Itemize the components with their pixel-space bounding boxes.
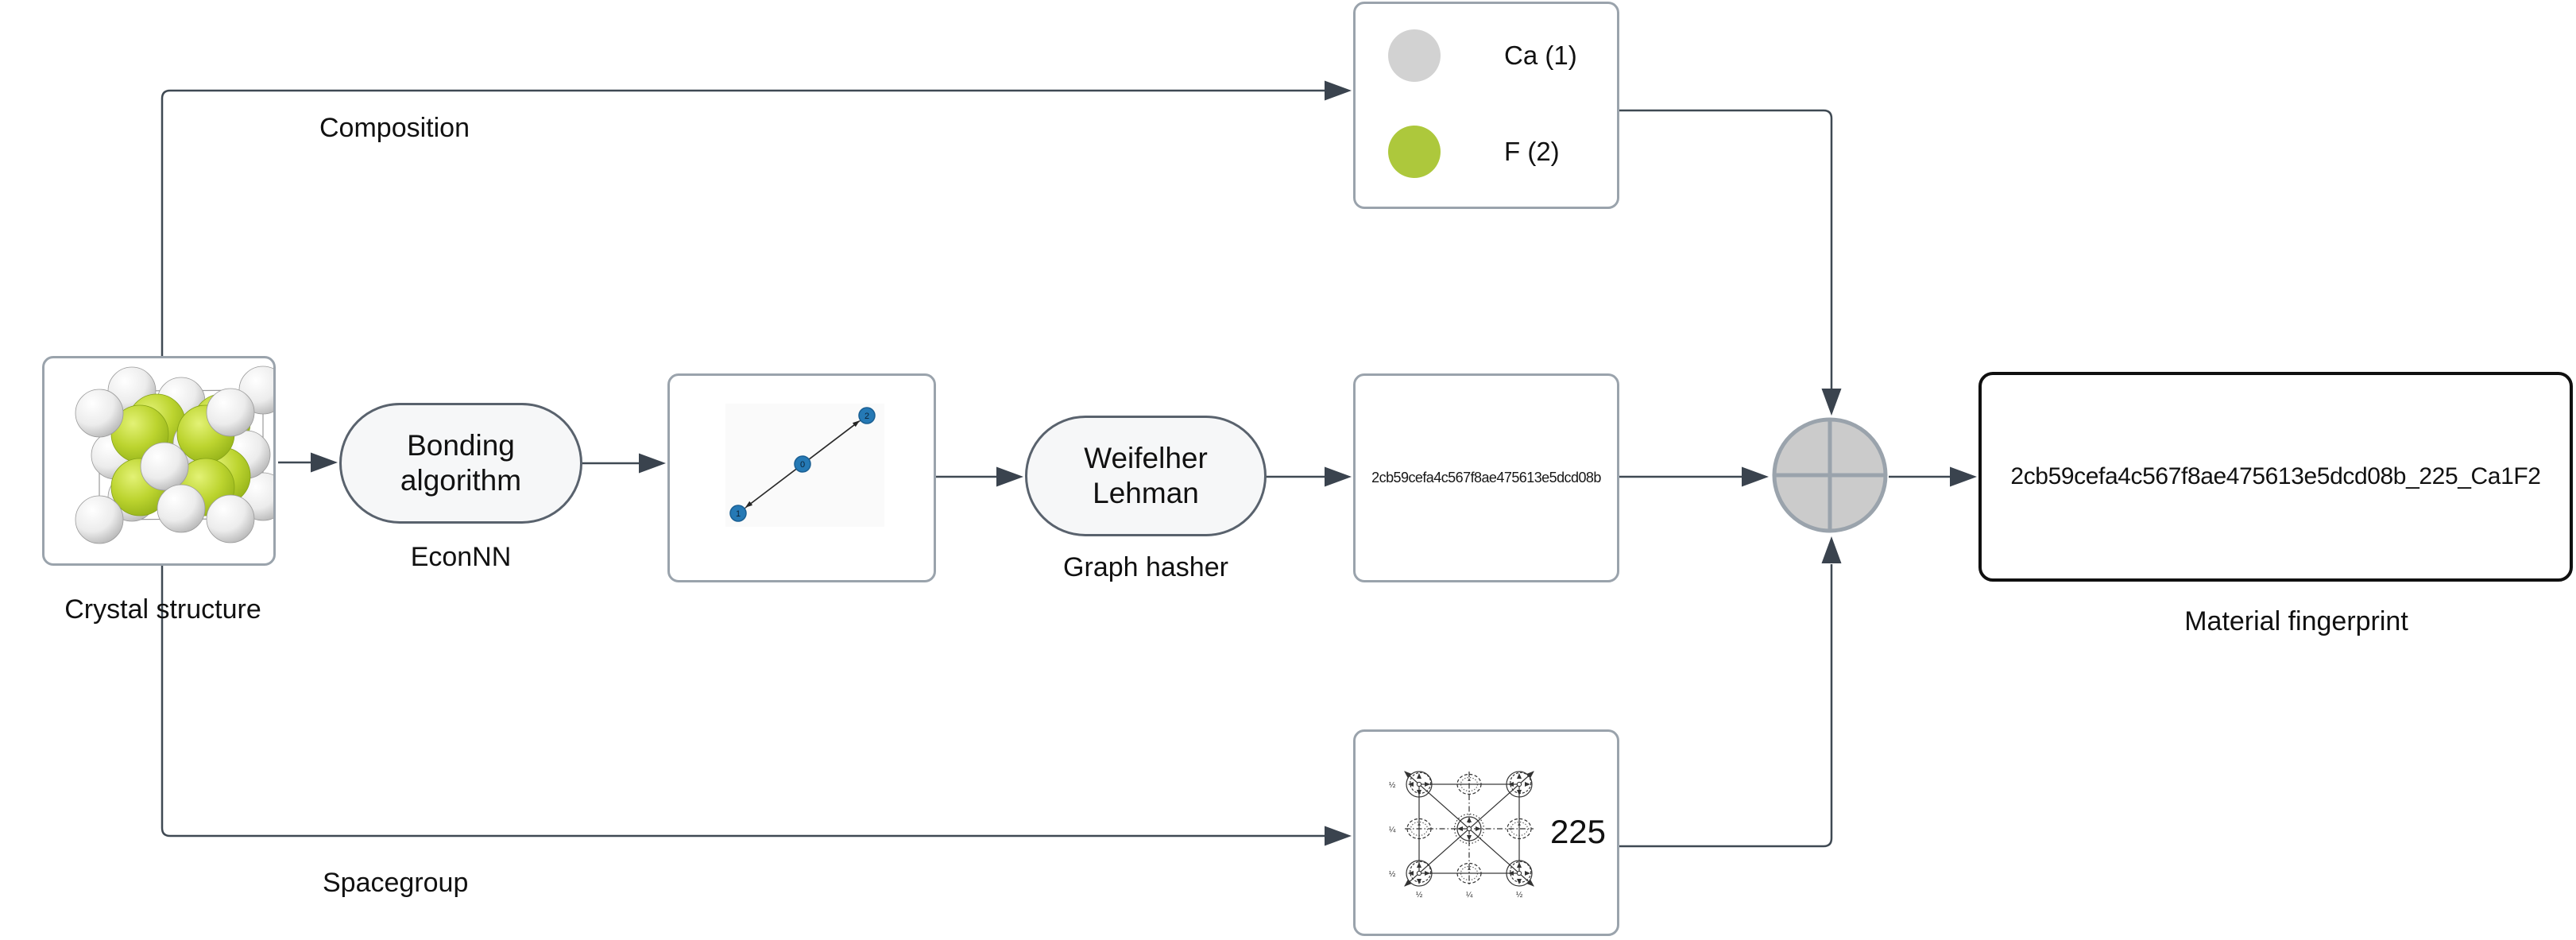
spacegroup-edge-label: Spacegroup [323,868,469,898]
legend-to-junction-arrowhead-icon [1821,389,1842,416]
spacegroup-to-junction-arrowhead-icon [1821,536,1842,563]
graph-hash-value: 2cb59cefa4c567f8ae475613e5dcd08b [1371,470,1601,485]
hasher-to-hash-arrowhead-icon [1325,466,1352,487]
legend-row-ca: Ca (1) [1388,29,1577,82]
graph-node-1-label: 1 [736,509,741,519]
bond-graph-node: 1 0 2 [667,373,936,582]
atoms [75,366,273,544]
graph-hasher-caption: Graph hasher [1063,552,1228,582]
graph-node-0-label: 0 [800,460,805,470]
sg-fraction: ¼ [1466,890,1473,899]
sg-fraction: ½ [1416,891,1423,899]
graph-hasher-label: Weifelher Lehman [1084,442,1208,509]
crystal-to-bonding-arrowhead-icon [311,452,338,473]
bonding-algorithm-label: Bonding algorithm [400,429,522,497]
graph-hash-node: 2cb59cefa4c567f8ae475613e5dcd08b [1353,373,1619,582]
crystal-structure-caption: Crystal structure [64,594,261,625]
bond-graph-plot: 1 0 2 [725,404,884,527]
sg-fraction: ½ [1389,781,1396,790]
legend-to-junction-edge [1619,109,1833,389]
f-swatch-icon [1388,126,1441,178]
bonding-algorithm-node: Bonding algorithm [339,403,582,524]
ca-label: Ca (1) [1504,41,1577,70]
hash-to-junction-arrowhead-icon [1742,466,1769,487]
material-fingerprint-caption: Material fingerprint [2184,606,2408,636]
merge-junction-cross-icon [1776,421,1884,529]
spacegroup-to-junction-edge [1619,564,1833,848]
graph-to-hasher-arrowhead-icon [996,466,1023,487]
junction-to-fingerprint-arrowhead-icon [1950,466,1977,487]
legend-row-f: F (2) [1388,126,1560,178]
material-fingerprint-value: 2cb59cefa4c567f8ae475613e5dcd08b_225_Ca1… [2010,463,2541,489]
spacegroup-number: 225 [1549,813,1607,850]
sg-fraction: ½ [1516,891,1523,899]
composition-edge-label: Composition [319,113,470,143]
crystal-structure-node [42,356,276,566]
graph-node-1 [729,505,747,522]
spacegroup-node: ½ ¼ ½ ½ ¼ ½ 225 [1353,729,1619,936]
graph-node-0 [794,455,811,473]
crystal-structure-image [51,366,273,554]
sg-fraction: ¼ [1389,825,1396,834]
sg-fraction: ½ [1389,870,1396,879]
material-fingerprint-node: 2cb59cefa4c567f8ae475613e5dcd08b_225_Ca1… [1978,372,2573,582]
bonding-algorithm-caption: EconNN [410,542,512,572]
bonding-to-graph-arrowhead-icon [639,453,666,474]
merge-junction [1772,417,1888,533]
graph-node-2 [858,407,876,424]
f-label: F (2) [1504,137,1560,166]
graph-hasher-node: Weifelher Lehman [1025,416,1267,536]
ca-swatch-icon [1388,29,1441,82]
graph-node-2-label: 2 [864,412,869,421]
composition-arrowhead-icon [1325,80,1352,101]
composition-legend-node: Ca (1) F (2) [1353,2,1619,209]
spacegroup-edge [161,566,1325,837]
spacegroup-diagram: ½ ¼ ½ ½ ¼ ½ [1389,771,1534,899]
spacegroup-arrowhead-icon [1325,826,1352,846]
composition-edge [161,89,1325,356]
